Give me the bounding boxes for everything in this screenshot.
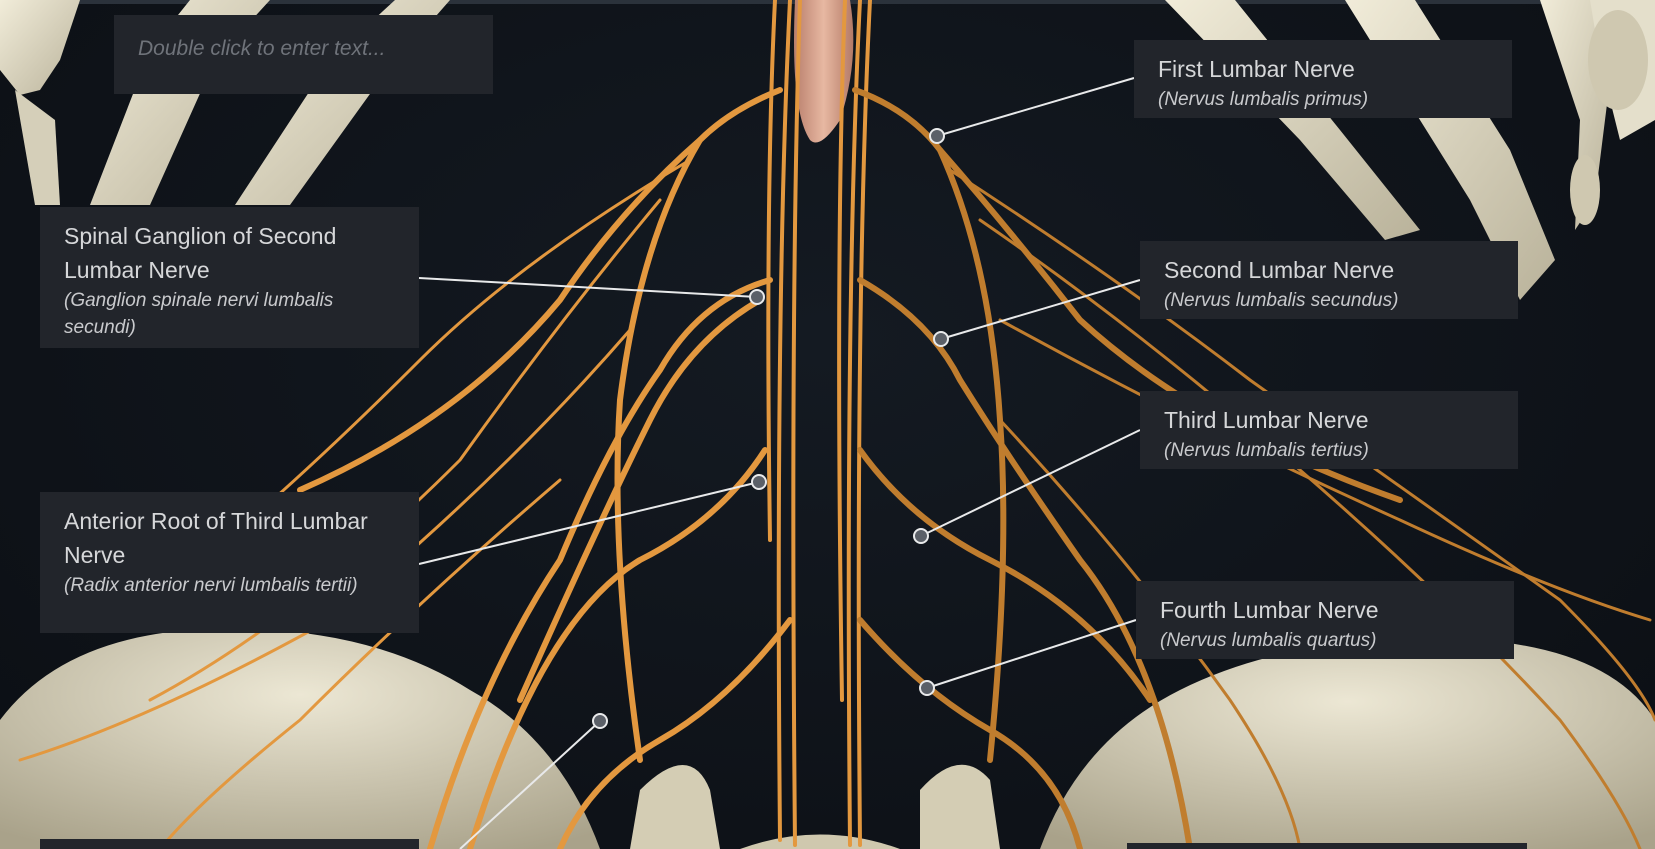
pelvis [0,628,1655,849]
label-name: First Lumbar Nerve [1158,56,1355,82]
label-fourth-lumbar-nerve[interactable]: Fourth Lumbar Nerve (Nervus lumbalis qua… [1136,581,1514,659]
pin-second-lumbar-nerve[interactable] [933,331,949,347]
pin-first-lumbar-nerve[interactable] [929,128,945,144]
label-latin-name: (Nervus lumbalis secundus) [1164,290,1399,311]
label-offscreen-bottom-right[interactable] [1127,843,1527,849]
pin-anterior-root-third[interactable] [751,474,767,490]
label-latin-name: (Ganglion spinale nervi lumbalis secundi… [64,290,334,338]
label-offscreen-bottom-left[interactable] [40,839,419,849]
pin-third-lumbar-nerve[interactable] [913,528,929,544]
label-spinal-ganglion-second[interactable]: Spinal Ganglion of Second Lumbar Nerve (… [40,207,419,348]
note-text-box[interactable]: Double click to enter text... [114,15,493,94]
label-latin-name: (Nervus lumbalis tertius) [1164,440,1369,461]
spinal-cord [794,0,854,143]
leader-lines [418,77,1141,849]
label-name: Spinal Ganglion of Second Lumbar Nerve [64,223,337,283]
pin-lower-label[interactable] [592,713,608,729]
label-anterior-root-third[interactable]: Anterior Root of Third Lumbar Nerve (Rad… [40,492,419,633]
label-name: Third Lumbar Nerve [1164,407,1369,433]
pin-spinal-ganglion-second[interactable] [749,289,765,305]
label-name: Fourth Lumbar Nerve [1160,597,1379,623]
label-latin-name: (Nervus lumbalis quartus) [1160,630,1377,651]
label-name: Anterior Root of Third Lumbar Nerve [64,508,368,568]
label-latin-name: (Radix anterior nervi lumbalis tertii) [64,575,358,596]
label-second-lumbar-nerve[interactable]: Second Lumbar Nerve (Nervus lumbalis sec… [1140,241,1518,319]
label-first-lumbar-nerve[interactable]: First Lumbar Nerve (Nervus lumbalis prim… [1134,40,1512,118]
label-name: Second Lumbar Nerve [1164,257,1395,283]
pin-fourth-lumbar-nerve[interactable] [919,680,935,696]
label-third-lumbar-nerve[interactable]: Third Lumbar Nerve (Nervus lumbalis tert… [1140,391,1518,469]
label-latin-name: (Nervus lumbalis primus) [1158,89,1369,110]
